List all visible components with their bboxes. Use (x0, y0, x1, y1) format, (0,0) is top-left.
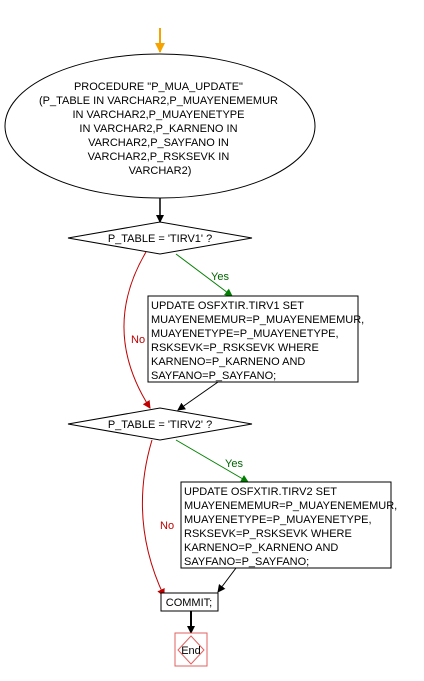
procedure-node: PROCEDURE "P_MUA_UPDATE" (P_TABLE IN VAR… (4, 53, 316, 199)
procedure-line: VARCHAR2) (129, 165, 192, 177)
update2-line: MUAYENETYPE=P_MUAYENETYPE, (184, 514, 372, 526)
update2-line: KARNENO=P_KARNENO AND (184, 542, 338, 554)
procedure-text: PROCEDURE "P_MUA_UPDATE" (P_TABLE IN VAR… (39, 81, 281, 177)
update2-node: UPDATE OSFXTIR.TIRV2 SET MUAYENEMEMUR=P_… (180, 481, 400, 569)
update1-line: UPDATE OSFXTIR.TIRV1 SET (151, 300, 304, 312)
procedure-line: VARCHAR2,P_RSKSEVK IN (88, 151, 230, 163)
procedure-line: IN VARCHAR2,P_KARNENO IN (79, 123, 237, 135)
decision2-node: P_TABLE = 'TIRV2' ? (67, 407, 253, 441)
update2-box (180, 481, 392, 569)
procedure-line: (P_TABLE IN VARCHAR2,P_MUAYENEMEMUR (39, 95, 278, 107)
commit-node: COMMIT; (160, 592, 219, 612)
update1-text: UPDATE OSFXTIR.TIRV1 SET MUAYENEMEMUR=P_… (151, 300, 367, 382)
end-text: End (181, 645, 201, 657)
commit-box (160, 592, 219, 612)
no-arrow-2 (141, 439, 165, 597)
update1-line: RSKSEVK=P_RSKSEVK WHERE (151, 342, 319, 354)
decision1-node: P_TABLE = 'TIRV1' ? (67, 221, 253, 255)
procedure-line: VARCHAR2,P_SAYFANO IN (88, 137, 229, 149)
decision2-text: P_TABLE = 'TIRV2' ? (108, 419, 212, 431)
yes-arrow-2 (175, 439, 249, 483)
decision1-text: P_TABLE = 'TIRV1' ? (108, 233, 212, 245)
update2-line: MUAYENEMEMUR=P_MUAYENEMEMUR, (184, 500, 397, 512)
arrow-update2-to-commit (217, 567, 237, 593)
update1-line: SAYFANO=P_SAYFANO; (151, 370, 276, 382)
no-label-1: No (131, 334, 145, 346)
decision1-diamond (67, 221, 253, 255)
update2-text: UPDATE OSFXTIR.TIRV2 SET MUAYENEMEMUR=P_… (184, 486, 400, 568)
no-label-2: No (160, 520, 174, 532)
update1-box (147, 295, 359, 383)
update1-line: MUAYENEMEMUR=P_MUAYENEMEMUR, (151, 314, 364, 326)
commit-text: COMMIT; (166, 597, 212, 609)
end-diamond (177, 635, 205, 665)
procedure-line: PROCEDURE "P_MUA_UPDATE" (74, 81, 243, 93)
arrow-update1-to-decision2 (177, 381, 219, 411)
update2-line: UPDATE OSFXTIR.TIRV2 SET (184, 486, 337, 498)
no-arrow-1 (123, 251, 151, 409)
update2-line: RSKSEVK=P_RSKSEVK WHERE (184, 528, 352, 540)
yes-label-1: Yes (211, 271, 229, 283)
yes-arrow-1 (175, 253, 233, 297)
decision2-diamond (67, 407, 253, 441)
update2-line: SAYFANO=P_SAYFANO; (184, 556, 309, 568)
yes-label-2: Yes (225, 458, 243, 470)
update1-line: KARNENO=P_KARNENO AND (151, 356, 305, 368)
update1-line: MUAYENETYPE=P_MUAYENETYPE, (151, 328, 339, 340)
end-node: End (174, 632, 208, 667)
update1-node: UPDATE OSFXTIR.TIRV1 SET MUAYENEMEMUR=P_… (147, 295, 367, 383)
procedure-line: IN VARCHAR2,P_MUAYENETYPE (72, 109, 244, 121)
